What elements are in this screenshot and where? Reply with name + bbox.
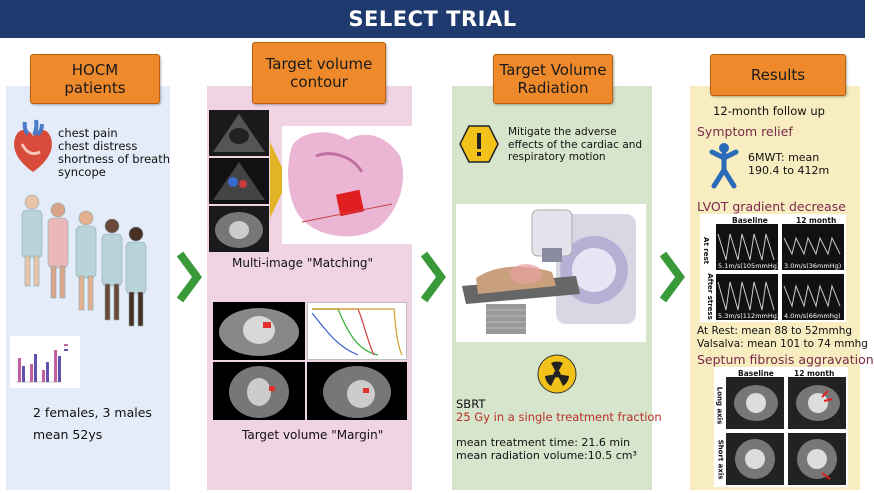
header-contour: Target volume contour	[252, 42, 386, 104]
lvot-title: LVOT gradient decrease	[697, 199, 846, 214]
mri-short-baseline	[726, 433, 784, 485]
echo-value-4: 4.0m/s(66mmhg)	[784, 312, 841, 320]
sbrt-text: SBRT	[456, 397, 486, 411]
echo-at-rest-label: At rest	[701, 237, 710, 264]
chevron-right-icon	[659, 251, 685, 303]
caption-matching: Multi-image "Matching"	[232, 256, 374, 270]
heart-3d-contour	[282, 126, 412, 244]
symptom-chest-distress: chest distress	[58, 139, 138, 153]
ct-image-small	[209, 206, 269, 252]
echo-value-2: 3.0m/s(36mmHg)	[784, 262, 842, 270]
patients-illustration	[21, 194, 147, 327]
mri-panel: Baseline 12 month Long axis Short axis	[714, 367, 848, 487]
contour-arrow	[270, 142, 288, 218]
echo-value-3: 5.3m/s(112mmHg)	[718, 312, 780, 320]
echo-trace-2: 3.0m/s(36mmHg)	[782, 224, 844, 270]
radiation-volume-text: mean radiation volume:10.5 cm³	[456, 449, 637, 462]
echo-value-1: 5.1m/s(105mmHg)	[718, 262, 780, 270]
valsalva-gradient-text: Valsalva: mean 101 to 74 mmhg	[697, 338, 868, 350]
caption-margin: Target volume "Margin"	[242, 428, 384, 442]
mri-long-baseline	[726, 377, 784, 429]
radiation-icon	[537, 354, 577, 394]
banner-title: SELECT TRIAL	[0, 0, 865, 38]
mwt-line2: 190.4 to 412m	[748, 164, 830, 177]
echo-trace-4: 4.0m/s(66mmhg)	[782, 274, 844, 320]
echo-after-stress-label: After stress	[705, 273, 714, 320]
heart-icon	[14, 119, 52, 172]
septum-fibrosis-title: Septum fibrosis aggravation	[697, 352, 874, 367]
followup-text: 12-month follow up	[713, 104, 825, 118]
echo-baseline-label: Baseline	[732, 216, 768, 225]
mini-bar-chart	[10, 336, 80, 388]
treatment-time-text: mean treatment time: 21.6 min	[456, 436, 631, 449]
symptom-syncope: syncope	[58, 165, 106, 179]
symptom-shortness-of-breath: shortness of breath	[58, 152, 170, 166]
mri-long-axis-label: Long axis	[715, 386, 724, 425]
warning-icon	[459, 125, 499, 163]
mri-baseline-label: Baseline	[738, 369, 774, 378]
header-results: Results	[710, 54, 846, 96]
rest-gradient-text: At Rest: mean 88 to 52mmhg	[697, 325, 853, 337]
ct-axial-image	[213, 302, 305, 360]
mitigate-text: Mitigate the adverse effects of the card…	[508, 126, 643, 163]
symptom-chest-pain: chest pain	[58, 126, 118, 140]
echo-gradient-panel: Baseline 12 month At rest After stress 5…	[700, 214, 846, 322]
dose-text: 25 Gy in a single treatment fraction	[456, 410, 662, 424]
chevron-right-icon	[420, 251, 446, 303]
mri-12month-label: 12 month	[794, 369, 835, 378]
dvh-chart	[307, 302, 407, 360]
demographics-text: 2 females, 3 males	[33, 405, 152, 420]
header-patients: HOCM patients	[30, 54, 160, 104]
ct-sagittal-image	[307, 362, 407, 420]
echo-image-1	[209, 110, 269, 156]
mri-long-12month	[788, 377, 846, 429]
echo-trace-1: 5.1m/s(105mmHg)	[716, 224, 780, 270]
mri-short-axis-label: Short axis	[716, 439, 725, 480]
ct-coronal-image	[213, 362, 305, 420]
echo-12month-label: 12 month	[796, 216, 837, 225]
walking-person-icon	[709, 143, 739, 189]
symptom-relief-title: Symptom relief	[697, 124, 793, 139]
mwt-line1: 6MWT: mean	[748, 151, 820, 164]
linac-illustration	[456, 204, 646, 342]
chevron-right-icon	[176, 251, 202, 303]
header-radiation: Target Volume Radiation	[493, 54, 613, 104]
mri-short-12month	[788, 433, 846, 485]
age-text: mean 52ys	[33, 427, 103, 442]
echo-doppler-image	[209, 158, 269, 204]
echo-trace-3: 5.3m/s(112mmHg)	[716, 274, 780, 320]
